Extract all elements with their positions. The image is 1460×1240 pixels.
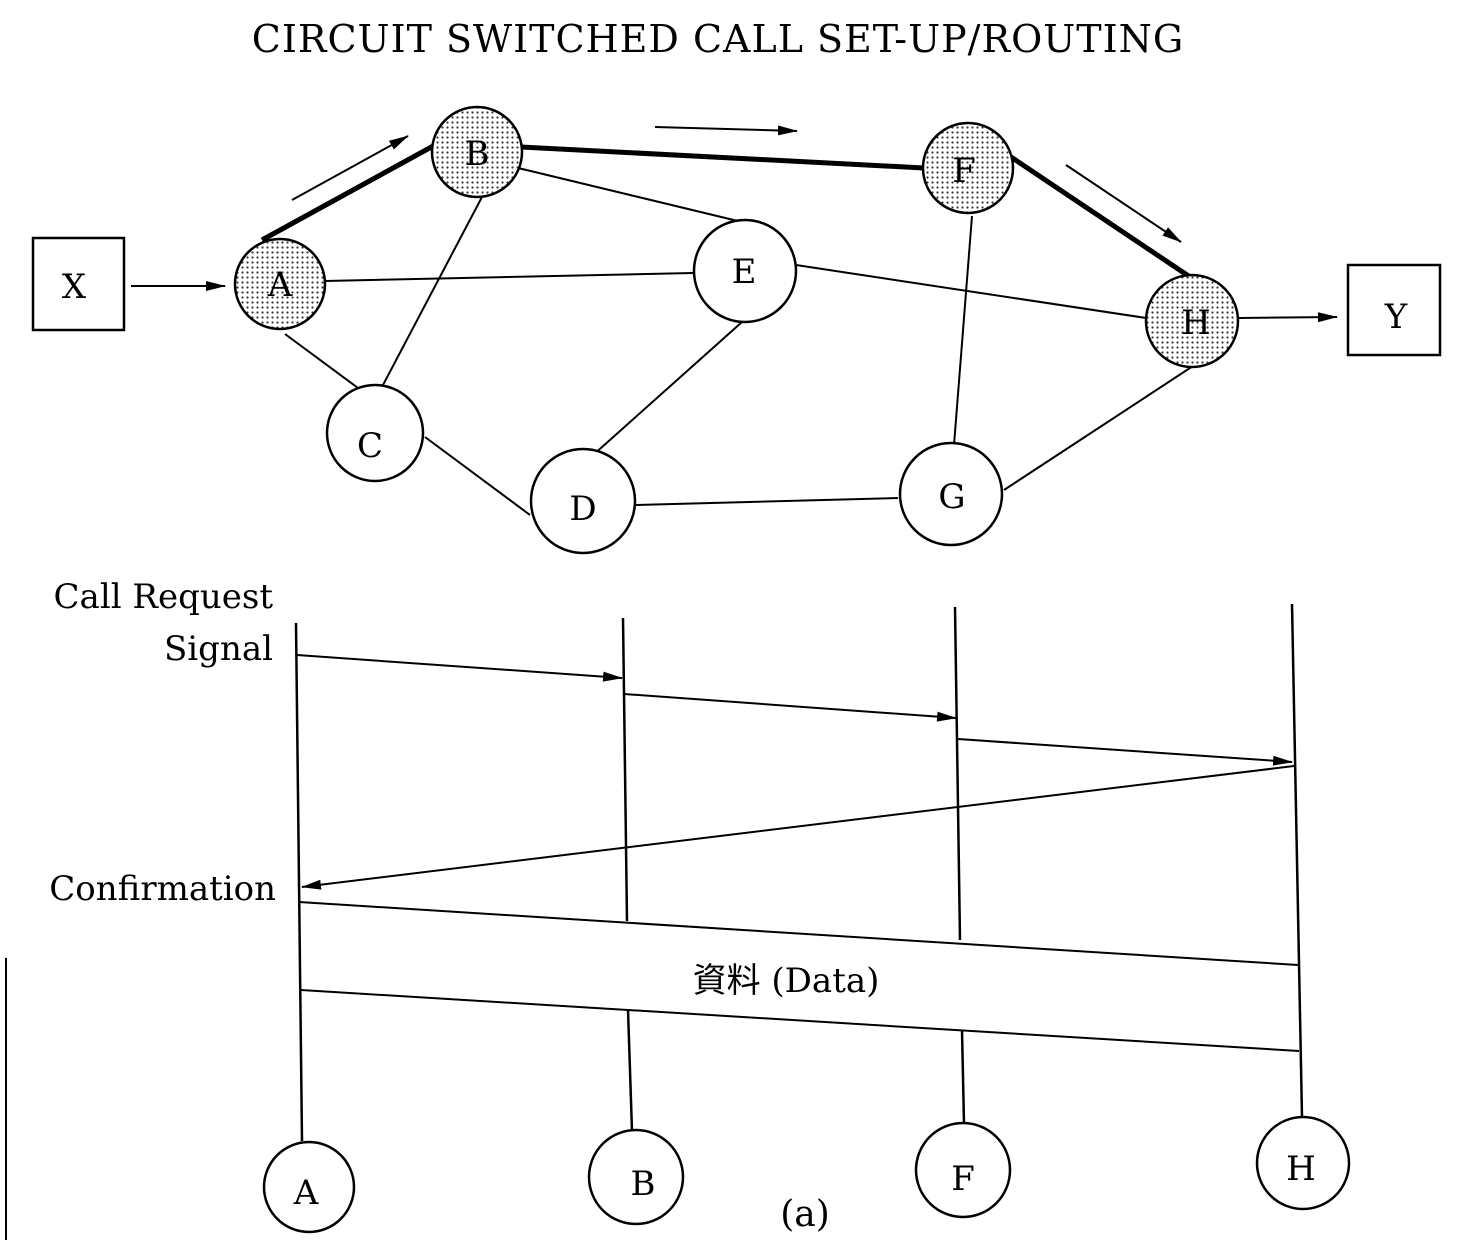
sequence-diagram: Call Request Signal Confirmation 資料 (Dat… xyxy=(49,577,1351,1235)
confirmation-arrow-h-a xyxy=(301,765,1295,890)
lifeline-node-h: H xyxy=(1255,1115,1351,1211)
confirmation-label: Confirmation xyxy=(49,869,276,909)
diagram-title: CIRCUIT SWITCHED CALL SET-UP/ROUTING xyxy=(252,17,1184,61)
link-e-h xyxy=(795,264,1147,319)
data-band-bottom xyxy=(300,989,1300,1052)
node-d-label: D xyxy=(569,489,596,529)
lifeline-node-a: A xyxy=(262,1140,356,1234)
call-request-arrow-b-f xyxy=(623,693,957,722)
arrow-h-to-y xyxy=(1238,312,1338,323)
lifeline-h xyxy=(1290,603,1304,1118)
figure-caption: (a) xyxy=(780,1194,830,1235)
link-d-g xyxy=(635,497,899,506)
route-link-a-b xyxy=(260,142,437,243)
link-c-d xyxy=(424,436,531,516)
link-f-g xyxy=(953,215,973,446)
node-a-label: A xyxy=(267,265,293,305)
node-f-label: F xyxy=(952,151,976,191)
route-arrow-b-f xyxy=(654,125,798,136)
node-b: B xyxy=(430,105,524,199)
node-c: C xyxy=(325,383,425,483)
link-d-e xyxy=(591,321,743,457)
lifeline-b-upper xyxy=(621,617,629,922)
route-link-b-f xyxy=(520,144,925,171)
endpoint-x: X xyxy=(31,236,126,332)
node-g: G xyxy=(898,441,1004,547)
node-g-label: G xyxy=(938,477,965,517)
link-b-c xyxy=(382,196,483,386)
call-request-label-line2: Signal xyxy=(164,629,273,669)
node-h-label: H xyxy=(1181,303,1211,343)
link-b-e xyxy=(513,166,743,223)
call-request-label-line1: Call Request xyxy=(54,577,274,617)
route-arrow-a-b xyxy=(291,135,409,201)
node-b-label: B xyxy=(465,134,490,174)
lifeline-a xyxy=(294,622,304,1142)
lifeline-node-f-label: F xyxy=(951,1159,975,1199)
node-d: D xyxy=(529,447,637,555)
lifeline-node-b-label: B xyxy=(631,1164,656,1204)
call-request-arrow-a-b xyxy=(296,654,623,682)
endpoint-y: Y xyxy=(1346,263,1442,357)
node-e: E xyxy=(692,218,798,324)
lifeline-node-a-label: A xyxy=(293,1173,319,1213)
lifeline-f-lower xyxy=(960,1029,966,1125)
endpoint-x-label: X xyxy=(62,267,87,307)
route-link-f-h xyxy=(1009,154,1204,288)
link-g-h xyxy=(1003,365,1194,491)
network-links xyxy=(260,142,1204,516)
node-h: H xyxy=(1144,273,1240,369)
link-a-e xyxy=(324,272,694,282)
node-e-label: E xyxy=(732,252,757,292)
lifeline-node-h-label: H xyxy=(1286,1149,1316,1189)
lifeline-node-b: B xyxy=(587,1128,685,1226)
route-direction-arrows xyxy=(131,125,1338,323)
link-a-c xyxy=(284,333,359,389)
endpoint-y-label: Y xyxy=(1384,297,1408,337)
lifeline-f-upper xyxy=(953,606,962,941)
node-f: F xyxy=(921,121,1015,215)
node-c-label: C xyxy=(357,426,383,466)
lifeline-node-f: F xyxy=(914,1121,1012,1219)
node-a: A xyxy=(233,237,327,331)
call-request-arrow-f-h xyxy=(957,738,1293,766)
lifeline-b-lower xyxy=(626,1009,634,1132)
data-band-top xyxy=(298,901,1299,966)
route-arrow-f-h xyxy=(1065,164,1182,243)
data-label: 資料 (Data) xyxy=(693,961,880,1001)
